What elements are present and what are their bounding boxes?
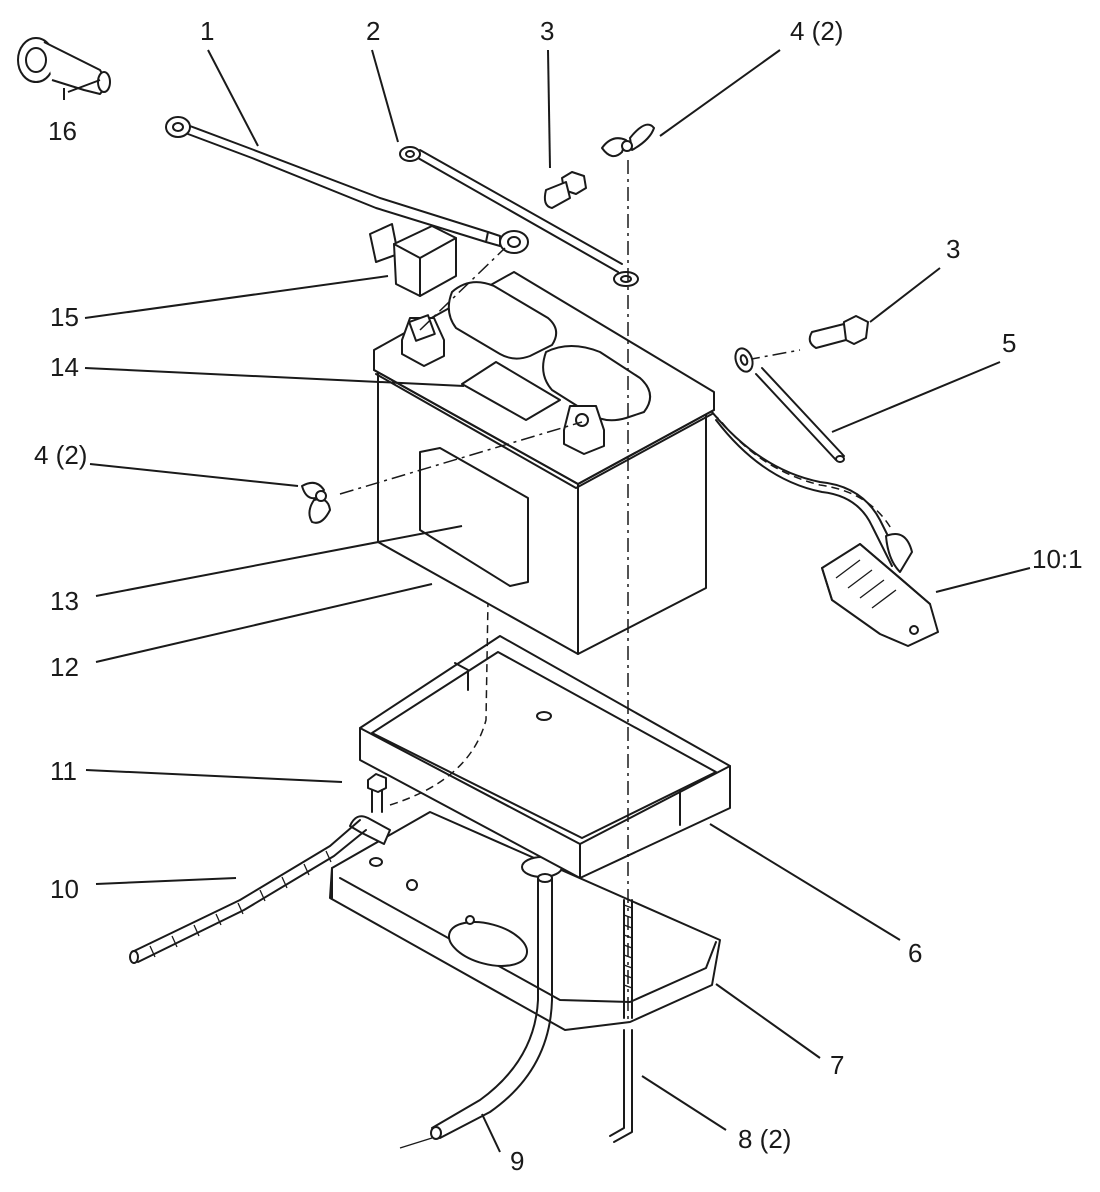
terminal-cover-15 bbox=[369, 223, 457, 297]
leader-14 bbox=[84, 367, 465, 387]
leader-8 bbox=[641, 1075, 727, 1131]
callout-12: 12 bbox=[50, 652, 79, 682]
cable-9 bbox=[399, 873, 553, 1149]
bolt-axis bbox=[745, 349, 801, 361]
leader-10 bbox=[95, 877, 237, 885]
leader-12 bbox=[95, 583, 433, 663]
callout-4-lower: 4 (2) bbox=[34, 440, 87, 470]
leader-3-upper bbox=[547, 49, 551, 169]
callout-10-1: 10:1 bbox=[1032, 544, 1083, 574]
leader-3-right bbox=[869, 267, 941, 323]
leader-16 bbox=[63, 79, 101, 100]
bolt-3-upper bbox=[543, 171, 587, 209]
bolt-11 bbox=[349, 773, 391, 867]
leader-10-1 bbox=[935, 567, 1031, 593]
battery-tray bbox=[359, 635, 731, 879]
callout-11: 11 bbox=[50, 756, 77, 786]
leader-7 bbox=[715, 983, 821, 1059]
callout-13: 13 bbox=[50, 586, 79, 616]
leader-9 bbox=[481, 1113, 501, 1153]
callout-9: 9 bbox=[510, 1146, 524, 1176]
callout-3-upper: 3 bbox=[540, 16, 554, 46]
callout-4-upper: 4 (2) bbox=[790, 16, 843, 46]
leader-6 bbox=[709, 823, 901, 941]
cable-10 bbox=[129, 819, 367, 964]
callout-1: 1 bbox=[200, 16, 214, 46]
callout-7: 7 bbox=[830, 1050, 844, 1080]
wing-nut-4-upper bbox=[601, 123, 655, 158]
terminal-boot-16 bbox=[17, 37, 111, 95]
callout-10: 10 bbox=[50, 874, 79, 904]
callout-16: 16 bbox=[48, 116, 77, 146]
leader-lines bbox=[63, 49, 1031, 1153]
cable-2 bbox=[399, 146, 639, 287]
connector-10-1 bbox=[711, 411, 939, 647]
bolt-3-right bbox=[808, 315, 869, 349]
callout-6: 6 bbox=[908, 938, 922, 968]
cable-1 bbox=[165, 116, 529, 254]
wing-nut-axis bbox=[339, 421, 583, 495]
callout-labels: 1 2 3 4 (2) 16 3 15 5 14 4 (2) 10:1 13 1… bbox=[34, 16, 1083, 1176]
callout-8: 8 (2) bbox=[738, 1124, 791, 1154]
callout-3-right: 3 bbox=[946, 234, 960, 264]
leader-4-upper bbox=[659, 49, 781, 137]
callout-5: 5 bbox=[1002, 328, 1016, 358]
leader-13 bbox=[95, 525, 463, 597]
leader-5 bbox=[831, 361, 1001, 433]
leader-15 bbox=[84, 275, 389, 319]
leader-1 bbox=[207, 49, 259, 147]
cable-5 bbox=[734, 347, 845, 463]
leader-2 bbox=[371, 49, 399, 143]
leader-4-lower bbox=[89, 463, 299, 487]
callout-15: 15 bbox=[50, 302, 79, 332]
terminal-axis bbox=[419, 247, 506, 331]
battery bbox=[373, 271, 715, 655]
wing-nut-4-lower bbox=[301, 481, 331, 524]
leader-11 bbox=[85, 769, 343, 783]
callout-2: 2 bbox=[366, 16, 380, 46]
callout-14: 14 bbox=[50, 352, 79, 382]
